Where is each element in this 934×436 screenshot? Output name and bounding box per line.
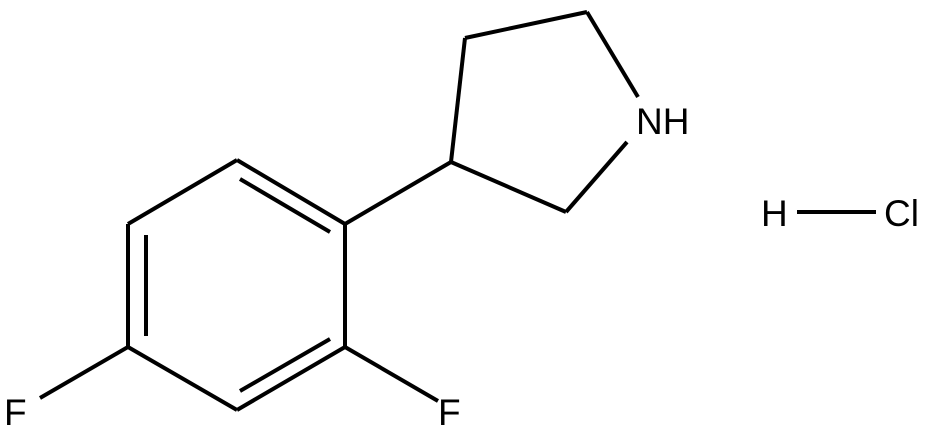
ring-bond-c6-c1-inner [238,177,332,234]
atom-label-h: H [761,193,788,234]
ring-bond-c2-c3-inner [238,337,332,393]
ring-bond-c3-c4-pyr [449,37,467,163]
ring-bond-n-c2 [564,140,629,214]
atom-label-f-para: F [4,392,27,433]
bond-c4-f-para [38,345,130,400]
benzene-ring [126,158,347,412]
ring-bond-c2-c3-pyr [450,160,567,214]
pyrrolidine-ring [449,10,640,214]
ring-bond-c6-c1 [235,158,347,226]
bond-c2-f-ortho [343,345,440,403]
atom-label-cl: Cl [884,193,919,234]
ring-bond-c3-c4 [126,345,239,412]
ring-bond-c5-c6 [126,158,239,226]
ring-bond-c5-n [585,10,640,99]
atom-label-nh: NH [636,101,689,142]
ring-bond-c2-c3 [235,345,347,412]
atom-label-f-ortho: F [438,392,461,433]
bond-phenyl-pyrrolidine [343,160,453,226]
ring-bond-c4-c5-pyr [464,10,588,40]
